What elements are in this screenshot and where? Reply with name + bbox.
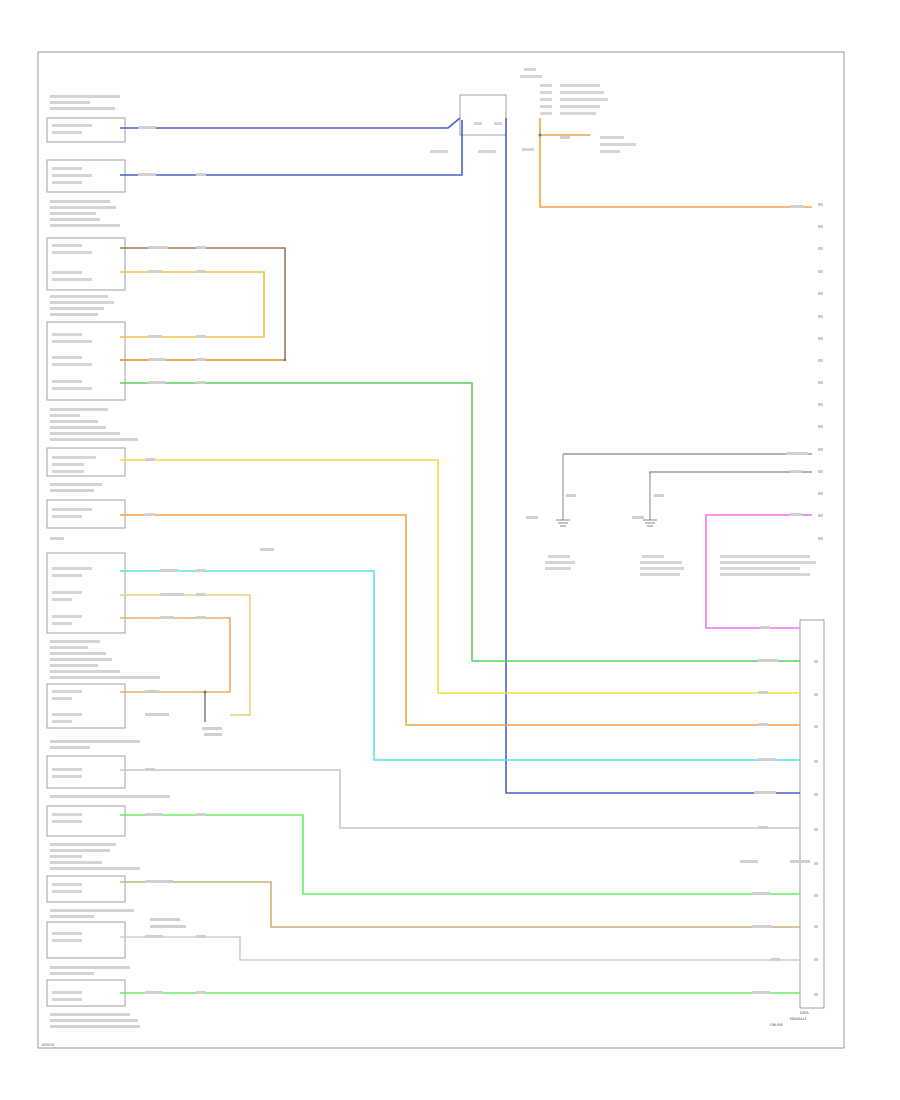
- left-component-column: ARGOS: [42, 95, 170, 1047]
- wire-gray-1: [120, 769, 800, 829]
- component-box-5: [46, 447, 126, 477]
- ground-symbol-left: [545, 454, 575, 570]
- component-heading-4: [50, 408, 138, 441]
- component-box-6: [46, 499, 126, 529]
- component-box-12: [46, 921, 126, 959]
- wire-orange-4: [120, 514, 800, 726]
- wire-yellow-orange-1: [120, 271, 265, 338]
- component-heading-1: [50, 95, 120, 110]
- wires: [120, 117, 812, 994]
- wire-cyan-1: [120, 570, 800, 761]
- component-heading-3: [50, 295, 114, 316]
- wire-blue-1: [120, 117, 461, 129]
- component-box-3: [46, 237, 126, 291]
- component-heading-7: [50, 740, 140, 749]
- component-footer-text: [50, 1013, 140, 1028]
- wire-gray-ground-2: [649, 471, 812, 474]
- component-box-4: [46, 321, 126, 401]
- component-heading-5: [50, 483, 102, 492]
- splice-points: [203, 133, 542, 694]
- wire-tan-2: [120, 617, 231, 693]
- junction-block: [430, 68, 636, 153]
- svg-text:MANUALS: MANUALS: [790, 1017, 807, 1021]
- component-heading-2: [50, 200, 120, 227]
- component-heading-10: [50, 966, 130, 975]
- footer-left-label: ARGOS: [42, 1043, 54, 1047]
- component-heading-8: [50, 843, 140, 870]
- diagram-frame: [37, 51, 845, 1049]
- component-box-2: [46, 159, 126, 193]
- component-box-7: [46, 552, 126, 634]
- component-box-9: [46, 755, 126, 789]
- component-pin-labels: [52, 124, 96, 1001]
- wire-tags: [138, 126, 810, 994]
- wire-blue-2: [120, 120, 463, 176]
- wire-magenta-1: [705, 514, 812, 629]
- wire-tan-1: [120, 594, 251, 716]
- wire-blue-3: [505, 118, 800, 794]
- wire-green-1: [120, 382, 800, 662]
- component-heading-6: [50, 640, 160, 679]
- component-heading-9: [50, 909, 134, 918]
- wire-lightgray-1: [120, 936, 800, 961]
- right-lower-connector: [799, 619, 825, 1009]
- svg-text:DATA: DATA: [800, 1011, 809, 1015]
- ground-symbol-right: [640, 474, 684, 576]
- component-box-1: [46, 117, 126, 143]
- wire-tan-3: [120, 881, 800, 928]
- component-box-8: [46, 683, 126, 729]
- component-box-10: [46, 805, 126, 837]
- right-module-label: [720, 555, 816, 576]
- component-box-11: [46, 875, 126, 903]
- wire-brown-1: [120, 247, 286, 361]
- footer-right-label: DATA MANUALS ONLINE: [770, 1011, 809, 1027]
- wire-orange-1: [539, 118, 812, 208]
- right-connector-pins: [818, 203, 823, 540]
- wire-green-2: [120, 814, 800, 895]
- wire-yellow-1: [120, 459, 800, 694]
- svg-text:ONLINE: ONLINE: [770, 1023, 783, 1027]
